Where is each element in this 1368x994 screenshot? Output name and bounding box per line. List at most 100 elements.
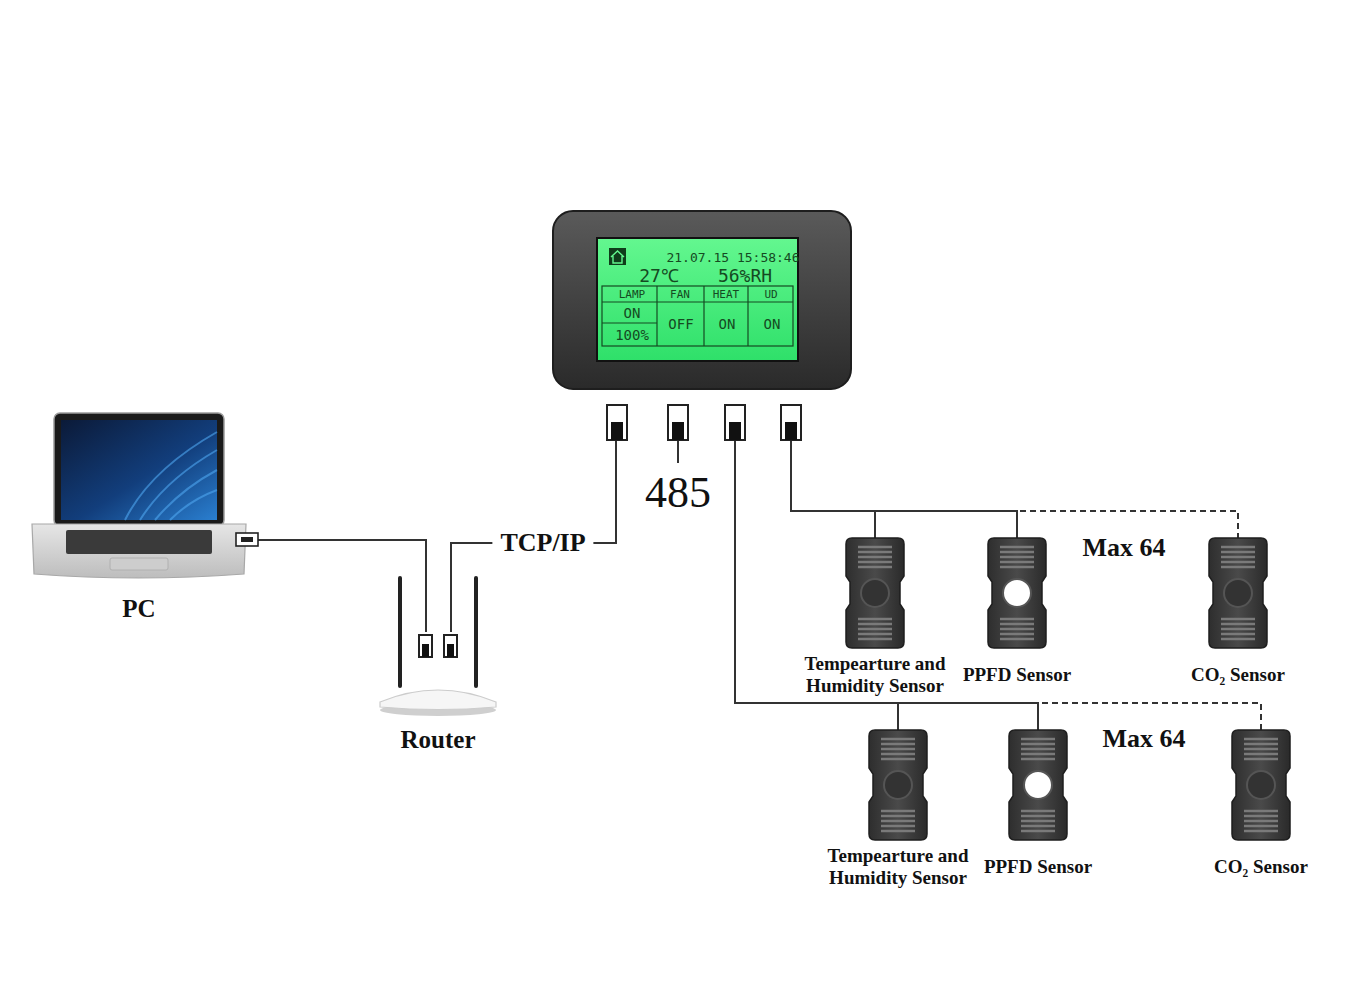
port — [668, 405, 688, 440]
port-socket — [611, 422, 623, 440]
controller-art — [552, 210, 852, 440]
screen-text: HEAT — [713, 289, 740, 300]
sensor-art — [986, 538, 1048, 648]
vent-slat — [881, 738, 915, 740]
sensor-body — [1209, 538, 1267, 648]
laptop-lid — [54, 413, 224, 526]
vent-slat — [1221, 551, 1255, 553]
edge-label: TCP/IP — [492, 530, 593, 556]
vent-slat — [1244, 738, 1278, 740]
vent-slat — [858, 618, 892, 620]
screen-text: 27℃ — [639, 267, 679, 285]
capacity-note: Max 64 — [1082, 535, 1165, 561]
sensor-node: Tempearture and Humidity Sensor — [816, 730, 980, 890]
vent-slat — [1244, 820, 1278, 822]
sensor-body — [988, 538, 1046, 648]
vent-slat — [881, 820, 915, 822]
vent-slat — [1000, 628, 1034, 630]
vent-slat — [1244, 825, 1278, 827]
antenna — [474, 576, 478, 688]
screen-text: OFF — [668, 317, 693, 331]
vent-slat — [858, 566, 892, 568]
vent-slat — [1021, 815, 1055, 817]
vent-slat — [1244, 830, 1278, 832]
vent-slat — [1244, 810, 1278, 812]
port-socket — [422, 644, 429, 657]
node-label: PC — [122, 596, 155, 621]
vent-slat — [1221, 561, 1255, 563]
vent-slat — [1000, 638, 1034, 640]
sensor-art — [844, 538, 906, 648]
sensor-node: Tempearture and Humidity Sensor — [793, 538, 957, 698]
node-label: CO₂ Sensor — [1178, 664, 1298, 686]
vent-slat — [881, 743, 915, 745]
sensor-lens — [861, 579, 889, 607]
screen-text: FAN — [670, 289, 690, 300]
port — [725, 405, 745, 440]
vent-slat — [1021, 820, 1055, 822]
vent-slat — [881, 748, 915, 750]
vent-slat — [1221, 566, 1255, 568]
node-label: CO₂ Sensor — [1201, 856, 1321, 878]
vent-slat — [1021, 830, 1055, 832]
vent-slat — [1221, 628, 1255, 630]
node-label: Tempearture and Humidity Sensor — [816, 845, 980, 889]
sensor-lens — [1224, 579, 1252, 607]
port-socket — [672, 422, 684, 440]
sensor-art — [1007, 730, 1069, 840]
sensor-body — [869, 730, 927, 840]
connector — [791, 440, 875, 538]
home-icon — [609, 248, 626, 265]
touchpad — [110, 558, 168, 570]
laptop-base — [32, 524, 246, 578]
keyboard — [66, 530, 212, 554]
vent-slat — [1021, 758, 1055, 760]
vent-slat — [1221, 638, 1255, 640]
table-line — [602, 322, 657, 323]
vent-slat — [1021, 810, 1055, 812]
sensor-art — [1230, 730, 1292, 840]
sensor-node: CO₂ Sensor — [1178, 538, 1298, 698]
sensor-art — [867, 730, 929, 840]
wallpaper-wave — [125, 432, 217, 520]
vent-slat — [1221, 623, 1255, 625]
node-label: PPFD Sensor — [952, 664, 1082, 686]
status-table — [602, 286, 793, 346]
sensor-lens — [884, 771, 912, 799]
vent-slat — [1000, 566, 1034, 568]
vent-slat — [1021, 753, 1055, 755]
screen-text: 21.07.15 15:58:46 — [666, 251, 799, 264]
laptop-art — [30, 410, 262, 625]
vent-slat — [1244, 748, 1278, 750]
connector — [791, 440, 1238, 538]
vent-slat — [1221, 556, 1255, 558]
vent-slat — [858, 633, 892, 635]
home-glyph — [611, 251, 624, 263]
table-line — [656, 286, 657, 346]
port — [781, 405, 801, 440]
connector — [791, 440, 1017, 538]
port-socket — [785, 422, 797, 440]
sensor-lens — [1024, 771, 1052, 799]
controller-box: 21.07.15 15:58:4627℃56%RHLAMPFANHEATUDON… — [552, 210, 852, 440]
vent-slat — [1000, 623, 1034, 625]
table-line — [747, 286, 748, 346]
vent-slat — [858, 546, 892, 548]
port — [607, 405, 627, 440]
sensor-node: PPFD Sensor — [973, 730, 1103, 890]
screen-text: ON — [719, 317, 736, 331]
rs485-stub-wire — [677, 440, 679, 463]
vent-slat — [1000, 551, 1034, 553]
screen-text: 100% — [615, 328, 649, 342]
vent-slat — [1244, 753, 1278, 755]
vent-slat — [1244, 743, 1278, 745]
vent-slat — [1000, 633, 1034, 635]
vent-slat — [881, 830, 915, 832]
port — [444, 635, 457, 657]
node-label: Router — [401, 727, 476, 752]
vent-slat — [881, 758, 915, 760]
sensor-lens — [1003, 579, 1031, 607]
capacity-note: Max 64 — [1102, 726, 1185, 752]
sensor-node: PPFD Sensor — [952, 538, 1082, 698]
